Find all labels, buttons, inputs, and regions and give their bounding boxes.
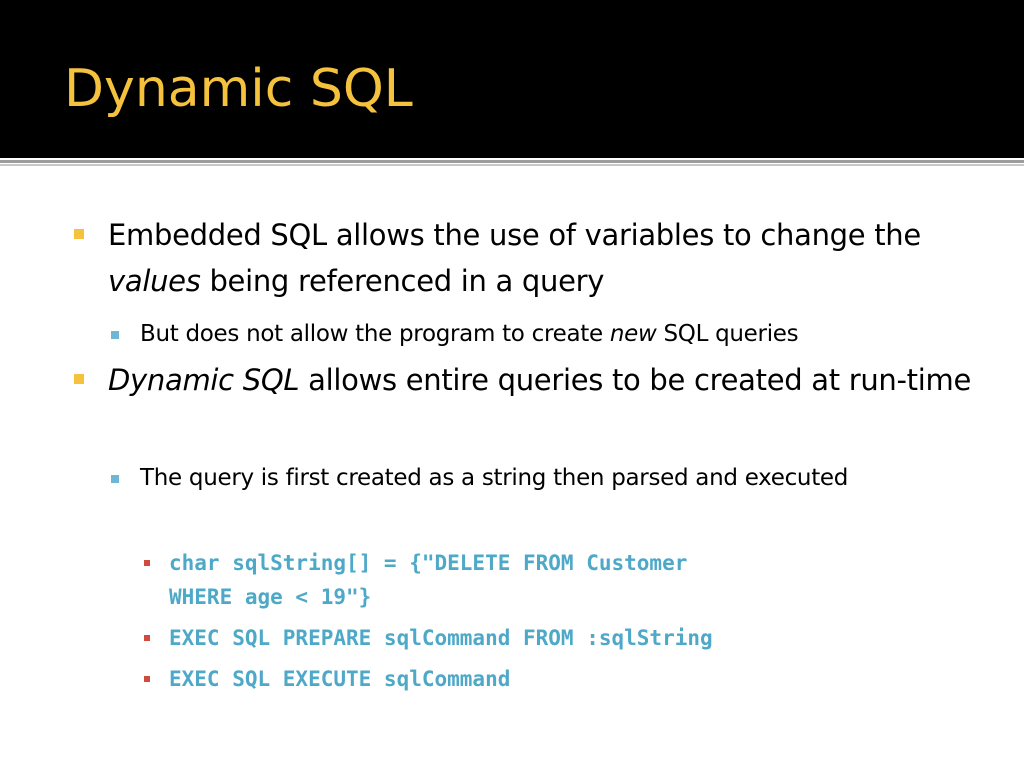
bullet-level1-dynamic-sql: Dynamic SQL allows entire queries to be … xyxy=(108,357,988,403)
bullet-marker-square-icon xyxy=(74,374,84,384)
bullet-marker-square-icon xyxy=(144,635,150,641)
bullet-text-pre: Embedded SQL allows the use of variables… xyxy=(108,218,921,252)
title-divider xyxy=(0,160,1024,163)
bullet-text-post: SQL queries xyxy=(656,321,799,347)
bullet-marker-square-icon xyxy=(111,331,119,339)
bullet-level2-no-new-queries: But does not allow the program to create… xyxy=(140,314,990,355)
bullet-level2-query-string: The query is first created as a string t… xyxy=(140,458,990,499)
bullet-level1-embedded-sql: Embedded SQL allows the use of variables… xyxy=(108,212,988,304)
bullet-emphasis: new xyxy=(609,321,657,347)
bullet-text-post: allows entire queries to be created at r… xyxy=(299,363,971,397)
bullet-marker-square-icon xyxy=(111,475,119,483)
slide-title: Dynamic SQL xyxy=(64,59,413,119)
bullet-text: The query is first created as a string t… xyxy=(140,465,849,491)
title-divider-secondary xyxy=(0,164,1024,166)
code-line-execute: EXEC SQL EXECUTE sqlCommand xyxy=(169,667,511,691)
code-line-prepare: EXEC SQL PREPARE sqlCommand FROM :sqlStr… xyxy=(169,626,713,650)
bullet-emphasis: values xyxy=(108,264,201,298)
bullet-marker-square-icon xyxy=(144,676,150,682)
bullet-marker-square-icon xyxy=(74,229,84,239)
bullet-text-pre: But does not allow the program to create xyxy=(140,321,610,347)
code-line-sqlstring: char sqlString[] = {"DELETE FROM Custome… xyxy=(169,551,688,609)
bullet-text-post: being referenced in a query xyxy=(200,264,605,298)
bullet-emphasis: Dynamic SQL xyxy=(108,363,300,397)
title-bar xyxy=(0,0,1024,158)
bullet-marker-square-icon xyxy=(144,560,150,566)
